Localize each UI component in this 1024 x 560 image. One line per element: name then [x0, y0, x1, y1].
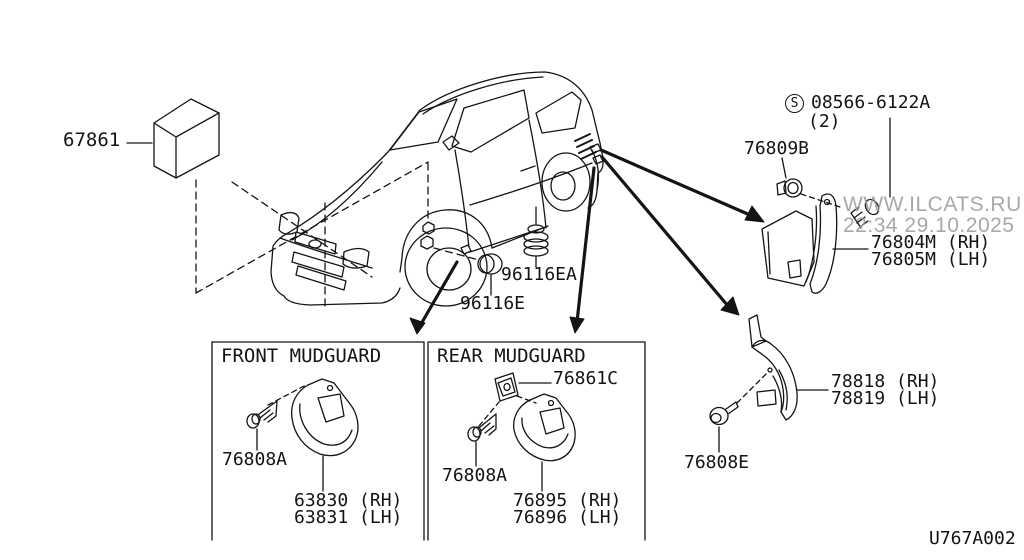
- part-label-film: 67861: [63, 129, 121, 151]
- watermark-site: WWW.ILCATS.RU: [843, 193, 1022, 216]
- part-label-protector-lh: 76805M (LH): [871, 249, 991, 270]
- part-label-grommet-a: 96116EA: [501, 264, 577, 285]
- screw-76808e-drawing: [709, 401, 739, 453]
- front-box-screw-label: 76808A: [222, 449, 288, 470]
- watermark-timestamp: 22:34 29.10.2025: [843, 214, 1015, 237]
- front-box-part-lh: 63831 (LH): [294, 507, 403, 528]
- pointer-arrows: [409, 148, 765, 335]
- rear-box-bracket-label: 76861C: [553, 368, 619, 389]
- rear-box-title: REAR MUDGUARD: [437, 345, 586, 367]
- diagram-code: U767A002: [929, 528, 1016, 549]
- front-box-title: FRONT MUDGUARD: [221, 345, 382, 367]
- dashed-construction-lines: [195, 161, 480, 308]
- protector-76804m-drawing: [761, 193, 869, 294]
- rear-box-screw-label: 76808A: [442, 465, 508, 486]
- rear-mudguard-box-drawing: [427, 341, 646, 541]
- part-label-screw-e: 76808E: [684, 452, 750, 473]
- rear-box-part-rh: 76895 (RH): [513, 490, 622, 511]
- front-box-part-rh: 63830 (RH): [294, 490, 403, 511]
- part-label-spats-lh: 78819 (LH): [831, 388, 940, 409]
- front-mudguard-box-drawing: [211, 341, 425, 541]
- grommet-96116e-drawing: [477, 253, 503, 296]
- standard-part-s-icon: S: [785, 94, 804, 113]
- part-label-spats-rh: 78818 (RH): [831, 371, 940, 392]
- car-drawing: [270, 71, 604, 307]
- grommet-96116ea-drawing: [523, 206, 549, 268]
- part-label-protector-rh: 76804M (RH): [871, 232, 991, 253]
- rear-box-part-lh: 76896 (LH): [513, 507, 622, 528]
- clip-76809b-drawing: [776, 157, 844, 209]
- protector-78818-drawing: [736, 314, 829, 421]
- protective-film-box-drawing: [126, 98, 220, 179]
- part-label-grommet: 96116E: [460, 293, 526, 314]
- part-qty-screw-s: (2): [808, 111, 841, 132]
- part-label-screw-s: 08566-6122A: [811, 92, 931, 113]
- part-label-clip: 76809B: [744, 138, 810, 159]
- screw-08566-drawing: [850, 117, 891, 229]
